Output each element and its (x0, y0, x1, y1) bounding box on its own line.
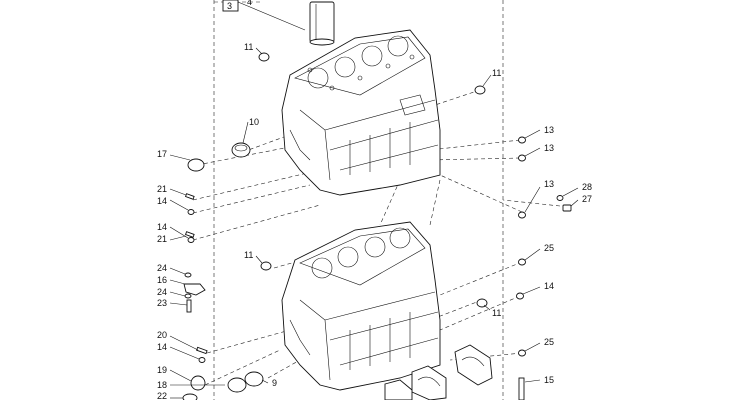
callout-21-b: 21 (157, 234, 167, 244)
callout-11-right: 11 (492, 68, 501, 78)
upper-cylinder-block (281, 29, 441, 196)
callout-14-d: 14 (544, 281, 554, 291)
callout-16: 16 (157, 275, 167, 285)
callout-24-b: 24 (157, 287, 167, 297)
cylinder-liner (309, 1, 335, 46)
callout-25-a: 25 (544, 243, 554, 253)
callout-11-mid: 11 (244, 250, 253, 260)
callout-9: 9 (272, 378, 277, 388)
callout-13-c: 13 (544, 179, 554, 189)
callout-25-b: 25 (544, 337, 554, 347)
callout-27: 27 (582, 194, 592, 204)
callout-11-top: 11 (244, 42, 253, 52)
callout-11-low: 11 (492, 308, 501, 318)
callout-10: 10 (249, 117, 259, 127)
callout-21-a: 21 (157, 184, 167, 194)
right-column-parts (474, 85, 572, 400)
main-bearing-caps (384, 344, 493, 400)
left-column-parts (182, 52, 272, 400)
callout-labels: 3 4 11 11 10 17 21 14 21 14 11 24 16 24 … (157, 0, 592, 400)
callout-15: 15 (544, 375, 554, 385)
callout-23: 23 (157, 298, 167, 308)
callout-28: 28 (582, 182, 592, 192)
callout-13-a: 13 (544, 125, 554, 135)
callout-leaders (169, 47, 579, 399)
callout-18: 18 (157, 380, 167, 390)
callout-22: 22 (157, 391, 167, 400)
reference-box-group (222, 0, 306, 31)
callout-19: 19 (157, 365, 167, 375)
callout-4: 4 (247, 0, 252, 7)
callout-20: 20 (157, 330, 167, 340)
callout-24-a: 24 (157, 263, 167, 273)
callout-14-a: 14 (157, 196, 167, 206)
callout-17: 17 (157, 149, 167, 159)
lower-cylinder-block (281, 221, 441, 391)
callout-13-b: 13 (544, 143, 554, 153)
callout-14-b: 14 (157, 222, 167, 232)
callout-14-c: 14 (157, 342, 167, 352)
callout-3: 3 (227, 1, 232, 11)
